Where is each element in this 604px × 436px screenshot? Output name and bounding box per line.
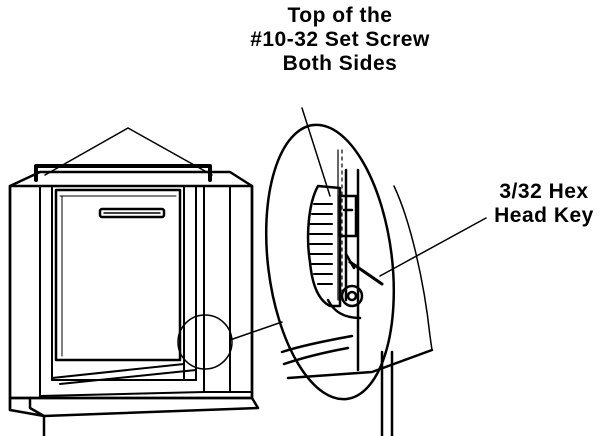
set-screw-callout-line-2: #10-32 Set Screw <box>250 28 430 51</box>
hex-key-tool <box>344 252 384 286</box>
set-screw-block <box>338 194 358 238</box>
hex-key-callout-line-1: 3/32 Hex <box>499 180 589 203</box>
cabinet-unit <box>8 164 283 436</box>
hex-key-callout: 3/32 Hex Head Key <box>484 180 604 228</box>
drawer-panel <box>54 188 182 362</box>
set-screw-callout: Top of the #10-32 Set Screw Both Sides <box>210 4 470 76</box>
cabinet-outer-frame <box>8 170 254 412</box>
detail-right-edge <box>393 185 433 351</box>
detail-base <box>280 334 434 436</box>
detail-circle <box>177 314 233 370</box>
hex-key-callout-line-2: Head Key <box>494 204 594 227</box>
drawer-handle <box>98 207 166 219</box>
set-screw-callout-line-3: Both Sides <box>282 52 398 75</box>
set-screw-pointer <box>301 107 331 197</box>
hex-key-pointer <box>379 217 487 277</box>
inner-frame <box>39 185 253 397</box>
perforated-column <box>337 149 343 301</box>
detail-connector <box>229 321 283 341</box>
cabinet-base <box>8 396 260 436</box>
magnified-detail <box>264 107 487 436</box>
magnifier-outline <box>264 123 396 401</box>
lower-shelf <box>39 363 205 397</box>
set-screw-callout-line-1: Top of the <box>287 4 393 27</box>
slide-bracket <box>306 184 342 308</box>
top-rail <box>34 164 212 182</box>
lower-fitting <box>326 284 364 320</box>
